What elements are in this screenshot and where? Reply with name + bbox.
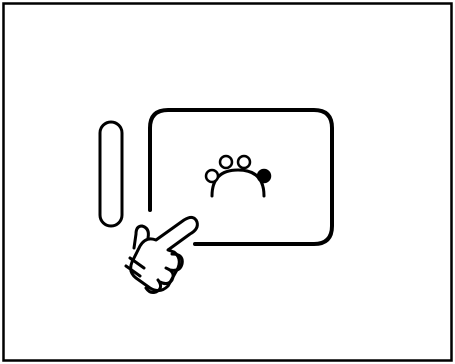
indicator-dot-filled — [258, 170, 270, 182]
outer-border — [4, 4, 452, 361]
vertical-slot-icon — [100, 122, 122, 226]
indicator-dot-empty — [220, 156, 232, 168]
indicator-arc — [212, 170, 264, 196]
indicator-dot-empty — [238, 156, 250, 168]
pointing-hand-icon — [126, 217, 197, 292]
hand-index-finger — [156, 217, 197, 250]
dotted-arc-indicator-icon — [206, 156, 270, 196]
indicator-dot-empty — [206, 170, 218, 182]
